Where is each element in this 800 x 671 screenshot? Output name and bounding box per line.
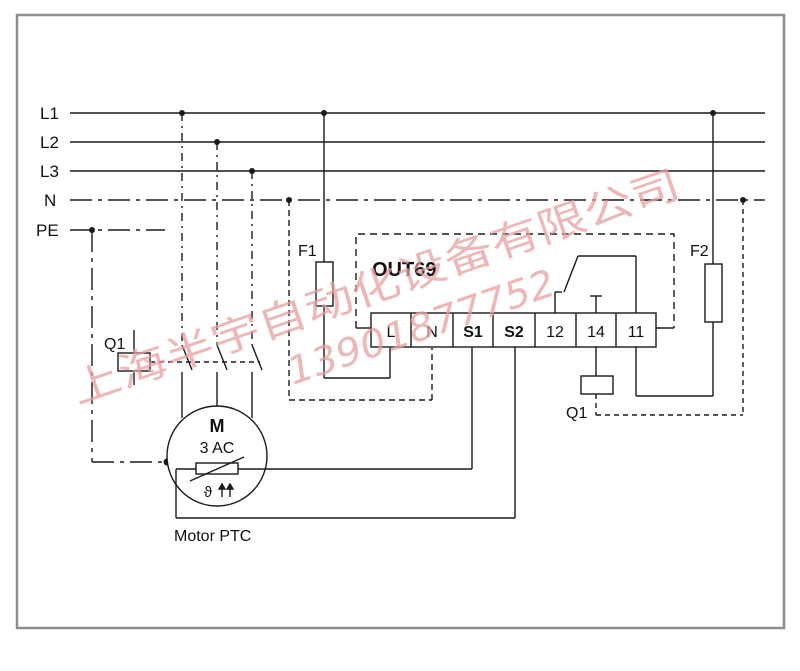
motor-type: 3 AC	[200, 440, 235, 457]
label-l1: L1	[40, 104, 59, 123]
terminal-s1: S1	[463, 324, 483, 341]
terminal-14: 14	[587, 324, 605, 341]
ptc-arrows-icon	[217, 482, 235, 497]
ptc-theta: ϑ	[204, 484, 213, 501]
terminal-n: N	[426, 324, 438, 341]
device-name: OUT69	[372, 259, 436, 281]
terminal-12: 12	[546, 324, 564, 341]
motor-letter: M	[210, 416, 225, 436]
label-n: N	[44, 191, 56, 210]
terminal-l: L	[387, 324, 396, 341]
label-l2: L2	[40, 133, 59, 152]
label-l3: L3	[40, 162, 59, 181]
label-q1-coil: Q1	[104, 336, 125, 353]
motor-supply-lines	[150, 113, 263, 418]
motor-symbol	[166, 405, 268, 507]
label-q1-contacts: Q1	[566, 405, 587, 422]
motor-ptc-label: Motor PTC	[174, 528, 251, 545]
terminal-11: 11	[628, 324, 645, 341]
q1-coil-right	[580, 375, 614, 395]
device-boundary	[355, 233, 675, 328]
fuse-f2	[704, 263, 723, 323]
label-pe: PE	[36, 221, 59, 240]
terminal-s2: S2	[504, 324, 524, 341]
relay-contact	[554, 255, 637, 313]
label-f2: F2	[690, 243, 709, 260]
label-f1: F1	[298, 243, 317, 260]
terminal-strip	[370, 312, 657, 348]
